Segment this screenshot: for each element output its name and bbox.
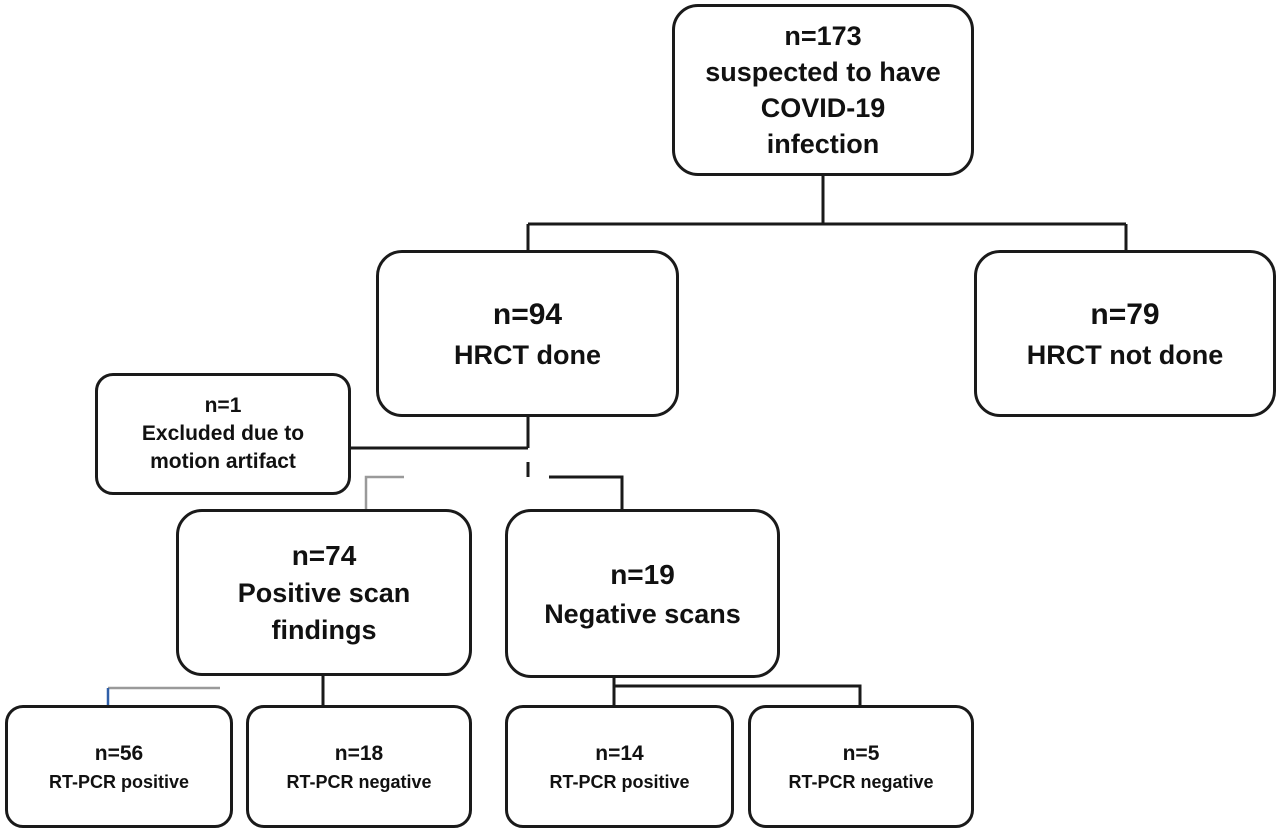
node-count: n=19 bbox=[610, 558, 675, 590]
node-label: Positive scan findings bbox=[237, 577, 411, 645]
node-label: HRCT done bbox=[454, 339, 601, 370]
node-count: n=79 bbox=[1090, 297, 1160, 331]
node-positive-scan-rtpcr-positive: n=56 RT-PCR positive bbox=[5, 705, 233, 828]
node-count: n=173 bbox=[784, 21, 862, 51]
node-label: HRCT not done bbox=[1026, 339, 1224, 370]
connector-to-positive-scan bbox=[364, 475, 404, 509]
node-count: n=1 bbox=[204, 394, 242, 417]
node-label: RT-PCR positive bbox=[549, 771, 690, 792]
node-label: RT-PCR positive bbox=[48, 771, 190, 792]
node-label: RT-PCR negative bbox=[788, 771, 934, 792]
node-count: n=14 bbox=[595, 741, 644, 765]
node-count: n=18 bbox=[334, 741, 384, 765]
node-negative-scan-rtpcr-positive: n=14 RT-PCR positive bbox=[505, 705, 734, 828]
node-label: Negative scans bbox=[544, 598, 741, 629]
node-excluded-motion-artifact: n=1 Excluded due to motion artifact bbox=[95, 373, 351, 495]
node-negative-scan-rtpcr-negative: n=5 RT-PCR negative bbox=[748, 705, 974, 828]
node-label: Excluded due to motion artifact bbox=[141, 422, 305, 473]
node-count: n=56 bbox=[94, 741, 144, 765]
node-count: n=94 bbox=[492, 297, 563, 331]
connector-to-negative-scan bbox=[549, 475, 624, 509]
node-count: n=5 bbox=[842, 741, 880, 765]
node-positive-scan-findings: n=74 Positive scan findings bbox=[176, 509, 472, 676]
node-hrct-not-done: n=79 HRCT not done bbox=[974, 250, 1276, 417]
node-positive-scan-rtpcr-negative: n=18 RT-PCR negative bbox=[246, 705, 472, 828]
connector-split-hrct bbox=[526, 222, 1128, 250]
node-label: suspected to have COVID-19 infection bbox=[705, 57, 941, 159]
node-hrct-done: n=94 HRCT done bbox=[376, 250, 679, 417]
node-suspected-covid: n=173 suspected to have COVID-19 infecti… bbox=[672, 4, 974, 176]
connector-negative-split bbox=[614, 684, 862, 705]
node-label: RT-PCR negative bbox=[286, 771, 432, 792]
node-count: n=74 bbox=[291, 539, 357, 571]
node-negative-scans: n=19 Negative scans bbox=[505, 509, 780, 678]
